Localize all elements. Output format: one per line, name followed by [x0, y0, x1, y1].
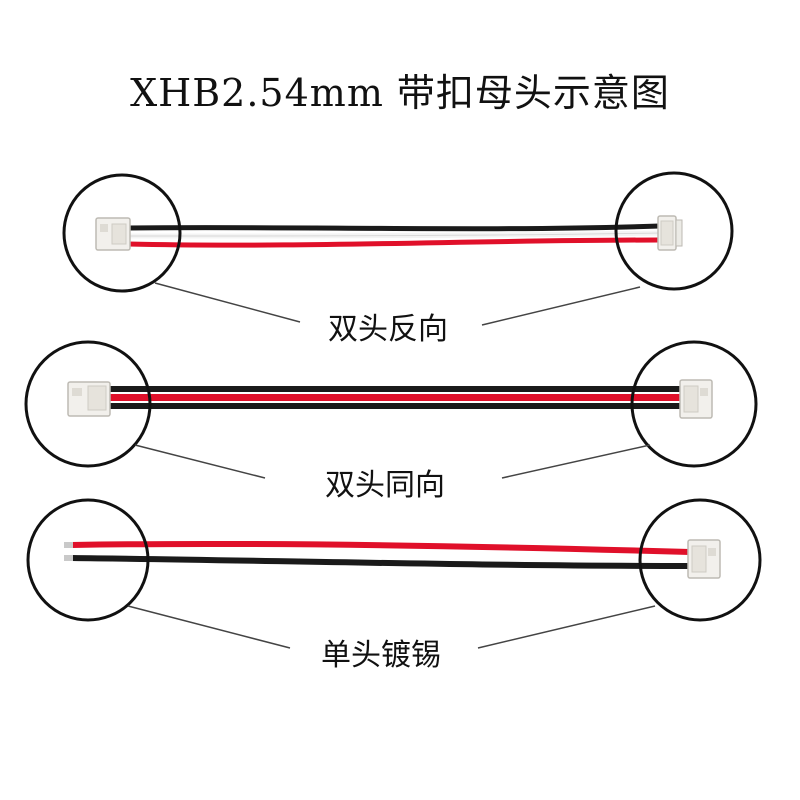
- variant-label-double-same: 双头同向: [325, 468, 445, 503]
- cable-2-right-pointer: [501, 444, 651, 479]
- cable-1-right-connector: [657, 215, 683, 251]
- cable-2-left-pointer: [134, 444, 266, 479]
- diagram-title: XHB2.54mm 带扣母头示意图: [130, 71, 670, 115]
- cable-single-tinned: [26, 498, 762, 649]
- cable-1-right-zoom-circle: [614, 171, 734, 291]
- variant-label-double-reverse: 双头反向: [328, 312, 448, 347]
- variant-label-single-tinned: 单头镀锡: [321, 638, 441, 673]
- cable-2-right-zoom-circle: [630, 340, 758, 468]
- cable-2-left-zoom-circle: [24, 340, 152, 468]
- cable-double-reverse: [62, 171, 734, 326]
- cable-1-left-connector: [95, 217, 131, 251]
- cable-2-wires: [110, 386, 682, 409]
- cable-2-right-connector: [679, 379, 713, 419]
- cable-3-right-connector: [687, 539, 721, 579]
- cable-1-left-zoom-circle: [62, 173, 182, 293]
- cable-3-right-zoom-circle: [638, 498, 762, 622]
- cable-1-wires: [127, 223, 661, 248]
- cable-3-left-pointer: [127, 605, 291, 649]
- cable-3-wires: [64, 540, 691, 569]
- cable-3-right-pointer: [477, 605, 656, 649]
- cable-3-left-zoom-circle: [26, 498, 150, 622]
- cable-1-left-pointer: [154, 282, 301, 323]
- cable-2-left-connector: [67, 381, 111, 417]
- cable-double-same: [24, 340, 758, 479]
- cable-1-right-pointer: [481, 286, 641, 326]
